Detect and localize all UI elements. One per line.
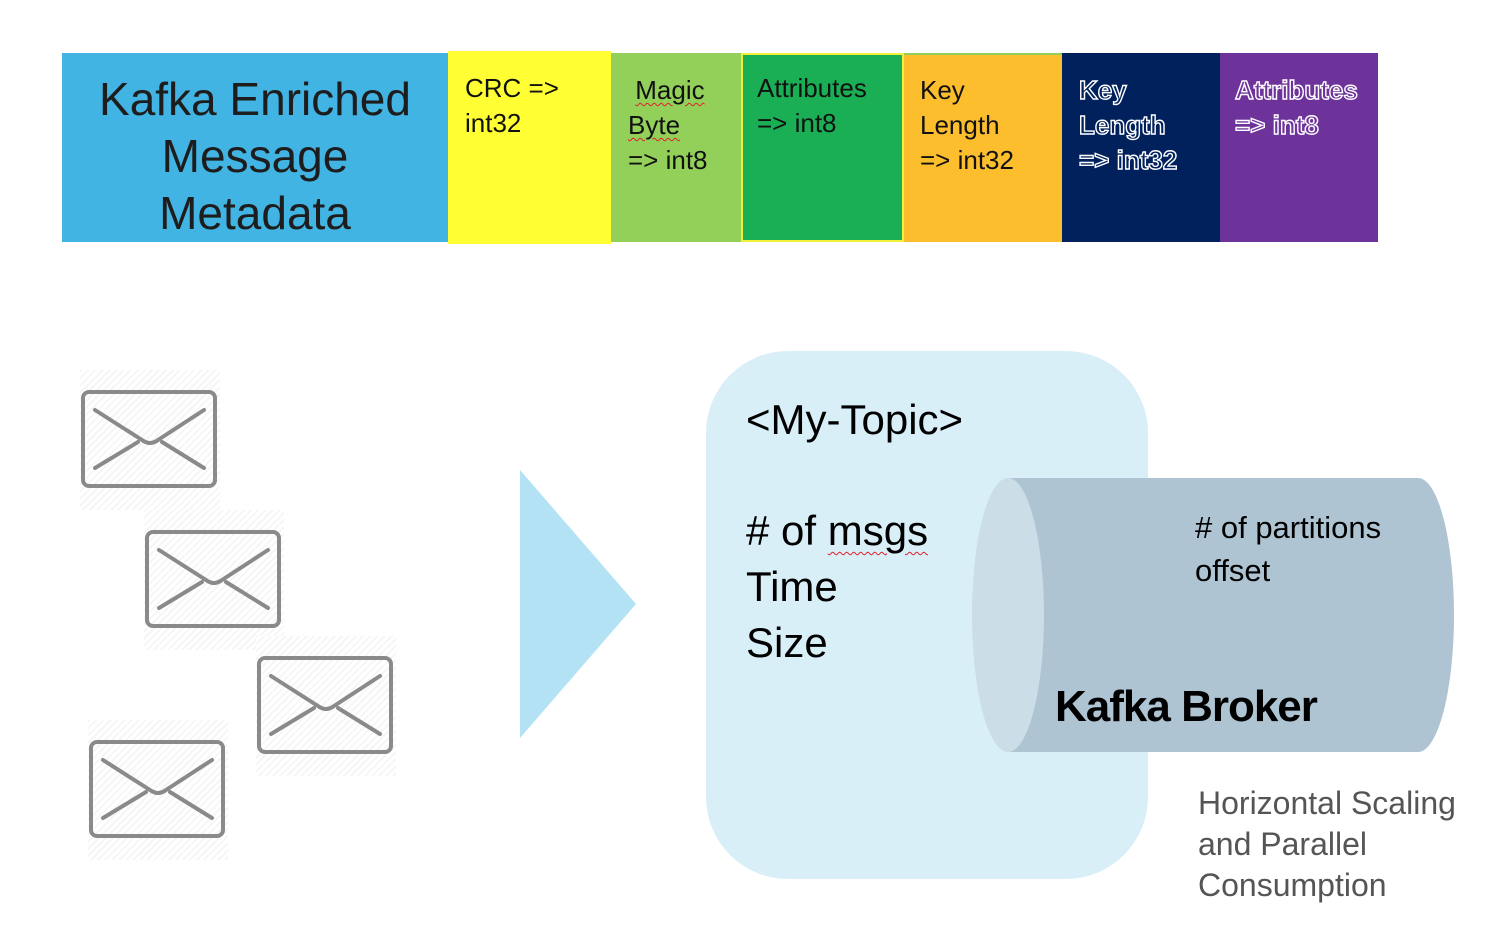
field-key-length-outlined-label: Key Length => int32 xyxy=(1078,74,1178,175)
magic-word: Magic xyxy=(635,75,705,105)
stat-msgs-word: msgs xyxy=(827,507,929,554)
kafka-broker-cylinder xyxy=(972,478,1454,752)
topic-stat-time: Time xyxy=(746,563,838,610)
metadata-title-block: Kafka Enriched Message Metadata xyxy=(62,53,448,242)
broker-meta: # of partitions offset xyxy=(1195,510,1382,588)
cylinder-face xyxy=(972,478,1044,752)
byte-word: Byte xyxy=(628,110,681,140)
scaling-caption: Horizontal Scaling and Parallel Consumpt… xyxy=(1198,785,1456,903)
topic-stat-msgs: # of msgs xyxy=(746,503,928,559)
field-key-length-label: Key Length => int32 xyxy=(920,75,1014,175)
field-crc: CRC => int32 xyxy=(448,51,611,244)
metadata-title: Kafka Enriched Message Metadata xyxy=(99,73,411,239)
envelope-icon xyxy=(80,370,220,510)
field-key-length-outlined: Key Length => int32 xyxy=(1062,53,1220,242)
field-attributes-outlined-label: Attributes => int8 xyxy=(1234,74,1358,140)
field-attributes: Attributes => int8 xyxy=(741,53,904,242)
field-attributes-label: Attributes => int8 xyxy=(757,73,867,138)
field-key-length: Key Length => int32 xyxy=(904,53,1062,242)
field-crc-label: CRC => int32 xyxy=(465,73,559,138)
magic-type: => int8 xyxy=(628,145,708,175)
flow-arrow-icon xyxy=(520,470,636,738)
stat-msgs-prefix: # of xyxy=(746,507,828,554)
arrow-shape xyxy=(520,470,636,738)
envelope-icon xyxy=(256,636,396,776)
topic-stat-size: Size xyxy=(746,619,828,666)
envelope-icon xyxy=(144,510,284,650)
topic-name: <My-Topic> xyxy=(746,396,964,443)
field-attributes-outlined: Attributes => int8 xyxy=(1220,53,1378,242)
envelope-icon xyxy=(88,720,228,860)
topic-stats: # of msgs Time Size xyxy=(746,503,928,671)
broker-label: Kafka Broker xyxy=(1055,682,1318,731)
cylinder-body xyxy=(1008,478,1454,752)
